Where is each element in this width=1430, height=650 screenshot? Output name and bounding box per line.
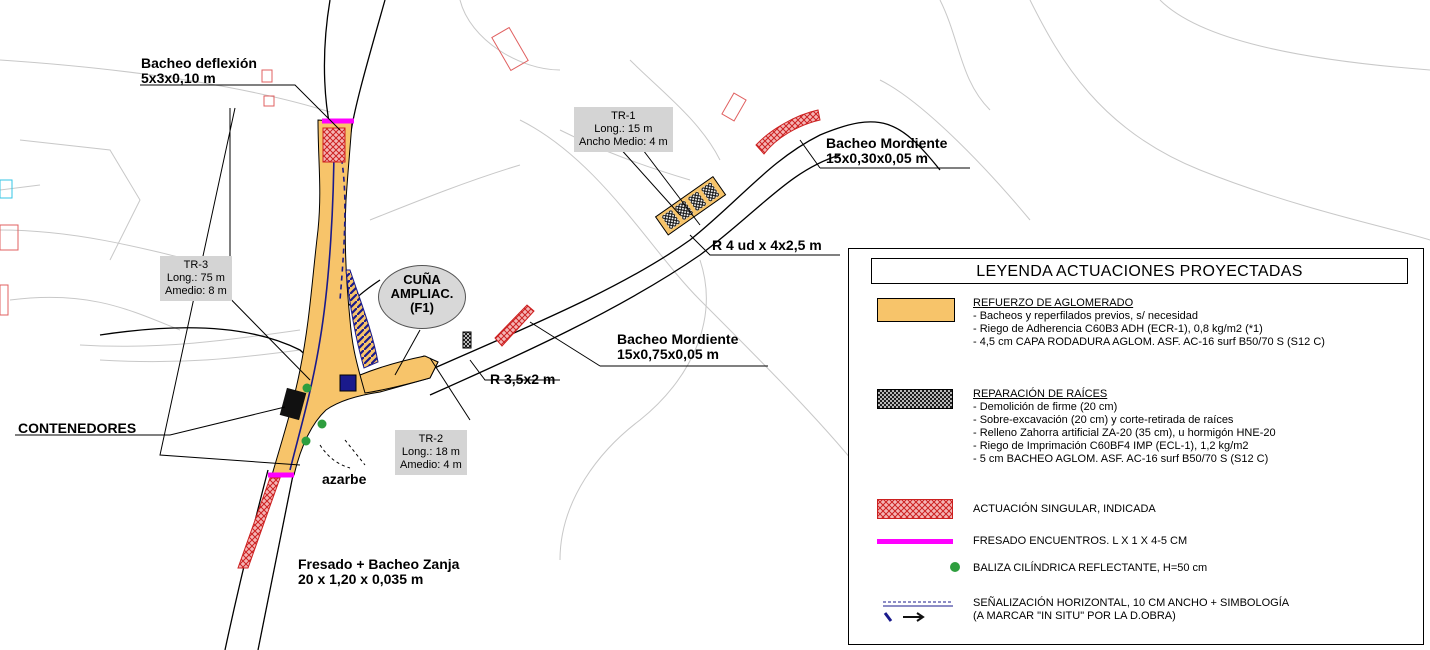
baliza-1 <box>302 383 312 393</box>
baliza-2 <box>317 419 327 429</box>
legend-swatch-fresado <box>877 539 953 544</box>
baliza-3 <box>301 436 311 446</box>
legend-item-senalizacion: SEÑALIZACIÓN HORIZONTAL, 10 CM ANCHO + S… <box>973 597 1290 622</box>
bacheo-mordiente-2-patch <box>494 304 535 347</box>
leader-lines <box>15 84 970 469</box>
legend-panel: LEYENDA ACTUACIONES PROYECTADAS REFUERZO… <box>848 248 1424 645</box>
legend-item-fresado: FRESADO ENCUENTROS. L X 1 X 4-5 CM <box>973 535 1188 547</box>
bacheo-mordiente-1-patch <box>755 109 821 155</box>
r35-patch <box>462 331 472 349</box>
legend-swatch-senalizacion <box>883 601 953 622</box>
label-r4ud: R 4 ud x 4x2,5 m <box>712 237 822 253</box>
legend-swatch-raices <box>877 389 953 409</box>
legend-swatch-singular <box>877 499 953 519</box>
blue-sign <box>339 374 357 392</box>
legend-title: LEYENDA ACTUACIONES PROYECTADAS <box>871 258 1408 284</box>
label-fresado-zanja: Fresado + Bacheo Zanja 20 x 1,20 x 0,035… <box>298 556 460 587</box>
road-markings <box>289 139 346 471</box>
label-bacheo-mordiente-1: Bacheo Mordiente 15x0,30x0,05 m <box>826 135 948 166</box>
refuerzo-branch <box>359 355 439 394</box>
legend-swatch-refuerzo <box>877 298 955 322</box>
cuna-wedge <box>345 269 379 369</box>
label-bacheo-mordiente-2: Bacheo Mordiente 15x0,75x0,05 m <box>617 331 739 362</box>
building-cyan <box>0 179 13 199</box>
label-azarbe: azarbe <box>322 471 367 487</box>
label-contenedores: CONTENEDORES <box>18 420 137 436</box>
fresado-zanja-patch <box>237 477 281 569</box>
legend-swatch-baliza <box>950 562 960 572</box>
label-cuna-ampliac: CUÑA AMPLIAC. (F1) <box>378 265 466 329</box>
tr1-patches <box>654 176 727 236</box>
label-r35: R 3,5x2 m <box>490 371 556 387</box>
bacheo-deflexion-patch <box>322 127 346 163</box>
label-bacheo-deflexion: Bacheo deflexión 5x3x0,10 m <box>141 55 257 86</box>
legend-item-raices: REPARACIÓN DE RAÍCES - Demolición de fir… <box>973 388 1276 465</box>
buildings <box>0 26 747 316</box>
legend-item-refuerzo: REFUERZO DE AGLOMERADO - Bacheos y reper… <box>973 297 1325 348</box>
contenedor <box>279 387 307 421</box>
legend-item-singular: ACTUACIÓN SINGULAR, INDICADA <box>973 503 1156 515</box>
legend-item-baliza: BALIZA CILÍNDRICA REFLECTANTE, H=50 cm <box>973 562 1208 574</box>
base-cartography <box>0 0 1430 561</box>
